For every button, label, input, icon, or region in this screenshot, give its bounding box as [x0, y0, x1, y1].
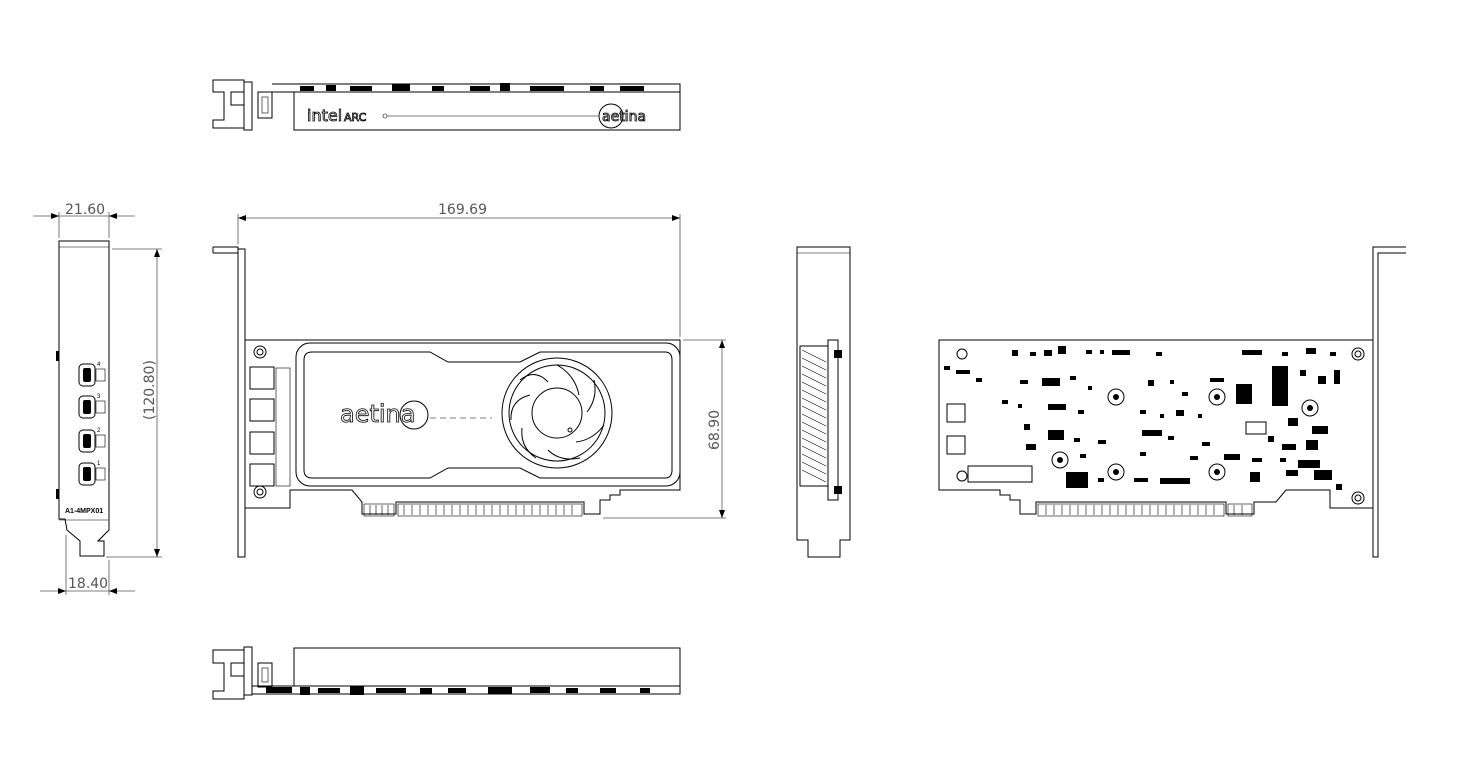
aetina-logo-top: aetina	[602, 109, 646, 125]
side-edge-view	[796, 246, 851, 558]
heatsink-shroud	[295, 342, 681, 487]
front-ports	[249, 366, 291, 487]
dim-card-height: 68.90	[707, 410, 723, 450]
heatsink-fins	[801, 349, 827, 483]
dim-bracket-height: (120.80)	[142, 360, 158, 420]
port-number-2: 2	[97, 428, 101, 434]
back-view	[938, 246, 1406, 558]
port-number-4: 4	[97, 362, 101, 368]
mini-dp-port-3	[78, 395, 96, 419]
front-view: aetina 169.69 68.90	[212, 202, 726, 558]
bottom-view	[212, 646, 681, 700]
dim-bracket-top-width: 21.60	[65, 202, 105, 218]
model-label: A1-4MPX01	[65, 508, 103, 515]
aetina-logo-front: aetina	[340, 400, 415, 428]
port-number-3: 3	[97, 394, 101, 400]
pcie-gold-fingers	[363, 503, 583, 517]
port-number-1: 1	[97, 461, 101, 467]
bracket-end-view: 4 3 2 1 A1-4MPX01 21.60 18.40 (120.80)	[33, 202, 162, 595]
cooling-fan	[501, 357, 613, 469]
top-view: intel ARC aetina	[212, 79, 681, 131]
top-view-components	[300, 83, 644, 91]
mounting-screws	[1051, 388, 1319, 481]
intel-logo: intel	[307, 106, 342, 125]
smd-components	[944, 346, 1342, 490]
mini-dp-port-2	[78, 429, 96, 453]
bottom-view-components	[266, 686, 650, 695]
dim-bracket-bottom-width: 18.40	[68, 576, 108, 592]
mini-dp-port-1	[78, 462, 96, 486]
arc-logo: ARC	[344, 111, 367, 124]
mini-dp-port-4	[78, 363, 96, 387]
mini-displayport-outputs: 4 3 2 1	[78, 362, 106, 486]
dim-card-length: 169.69	[438, 202, 487, 218]
